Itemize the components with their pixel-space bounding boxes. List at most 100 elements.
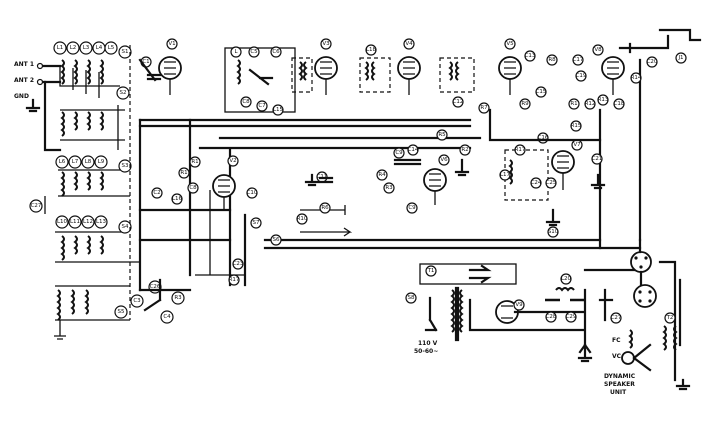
- main-bus-wiring: [138, 58, 642, 292]
- svg-text:V6: V6: [440, 157, 448, 163]
- svg-text:S7: S7: [253, 220, 260, 226]
- svg-text:L2: L2: [70, 45, 77, 51]
- svg-text:L18: L18: [366, 47, 377, 53]
- svg-text:C4: C4: [163, 314, 171, 320]
- tube-v6: V6: [423, 154, 450, 205]
- tube-v9-rectifier: V9: [495, 299, 525, 324]
- svg-text:R8: R8: [548, 57, 556, 63]
- svg-text:C1: C1: [142, 59, 149, 65]
- svg-text:C18: C18: [614, 101, 625, 107]
- svg-text:C3: C3: [133, 298, 141, 304]
- svg-text:L11: L11: [70, 219, 80, 225]
- tube-v8: V8: [592, 44, 625, 95]
- svg-text:V2: V2: [229, 158, 236, 164]
- svg-text:C14: C14: [408, 147, 419, 153]
- svg-text:V5: V5: [506, 41, 514, 47]
- svg-text:L7: L7: [72, 159, 79, 165]
- ground-symbols: [304, 158, 606, 363]
- svg-text:C28: C28: [546, 314, 557, 320]
- svg-text:S8: S8: [408, 295, 415, 301]
- svg-text:T2: T2: [666, 315, 674, 321]
- svg-text:C5: C5: [250, 49, 258, 55]
- svg-text:L9: L9: [98, 159, 105, 165]
- svg-text:C23: C23: [233, 261, 244, 267]
- antenna-inputs: ANT 1 ANT 2 GND: [14, 61, 62, 152]
- if-section-parts: C9 C14 R5 R2 C12 R7 R4 R3 C9 R6 R10 C11 …: [189, 96, 559, 286]
- svg-text:C29: C29: [566, 314, 577, 320]
- svg-text:C21: C21: [592, 156, 603, 162]
- svg-text:C16: C16: [538, 135, 549, 141]
- svg-text:C12: C12: [453, 99, 464, 105]
- svg-text:S5: S5: [118, 309, 125, 315]
- svg-text:L6: L6: [59, 159, 66, 165]
- svg-text:L3: L3: [83, 45, 90, 51]
- svg-text:R5: R5: [438, 132, 446, 138]
- svg-text:R4: R4: [378, 172, 386, 178]
- svg-text:C20: C20: [647, 59, 658, 65]
- svg-text:L13: L13: [96, 219, 107, 225]
- svg-text:R1: R1: [191, 159, 198, 165]
- svg-text:C24: C24: [531, 180, 542, 186]
- speaker-caption-3: UNIT: [610, 389, 627, 396]
- svg-text:C9: C9: [395, 150, 403, 156]
- svg-text:C13: C13: [525, 53, 536, 59]
- svg-text:L5: L5: [108, 45, 115, 51]
- svg-text:R15: R15: [571, 123, 582, 129]
- svg-text:T1: T1: [427, 268, 435, 274]
- gnd-label: GND: [14, 93, 29, 100]
- svg-text:J1: J1: [677, 55, 683, 61]
- svg-text:L12: L12: [83, 219, 93, 225]
- svg-text:R17: R17: [515, 147, 526, 153]
- svg-text:C15: C15: [536, 89, 547, 95]
- svg-text:R1: R1: [180, 170, 187, 176]
- svg-text:L15: L15: [273, 107, 284, 113]
- speaker-caption-2: SPEAKER: [604, 381, 635, 388]
- svg-text:C10: C10: [247, 190, 258, 196]
- svg-text:R10: R10: [297, 216, 308, 222]
- svg-text:S4: S4: [122, 224, 129, 230]
- svg-text:L10: L10: [57, 219, 68, 225]
- svg-text:S10: S10: [548, 229, 559, 235]
- svg-text:C17: C17: [573, 57, 584, 63]
- svg-text:R3: R3: [174, 295, 182, 301]
- tube-v2: V2 C8 R1 L16 C2: [151, 155, 239, 210]
- svg-text:R2: R2: [461, 147, 468, 153]
- svg-text:C26: C26: [150, 284, 161, 290]
- svg-text:C6: C6: [272, 49, 280, 55]
- svg-text:L20: L20: [561, 276, 572, 282]
- svg-text:V7: V7: [573, 142, 581, 148]
- svg-text:C8: C8: [189, 185, 197, 191]
- svg-text:C25: C25: [546, 180, 557, 186]
- tube-v1: V1 C1: [138, 38, 182, 95]
- svg-text:R14: R14: [631, 75, 642, 81]
- svg-text:C2: C2: [153, 190, 160, 196]
- svg-text:V9: V9: [515, 302, 523, 308]
- svg-text:V1: V1: [168, 41, 175, 47]
- svg-text:C7: C7: [258, 103, 266, 109]
- svg-text:L16: L16: [172, 196, 183, 202]
- line-frequency-label: 50-60~: [414, 348, 438, 355]
- svg-text:L: L: [234, 49, 238, 55]
- svg-text:S6: S6: [273, 237, 280, 243]
- ant2-label: ANT 2: [14, 77, 34, 84]
- svg-text:V3: V3: [322, 41, 330, 47]
- tube-v5: V5: [439, 38, 522, 95]
- svg-text:L4: L4: [96, 45, 103, 51]
- line-voltage-label: 110 V: [418, 340, 438, 347]
- svg-text:R12: R12: [585, 101, 596, 107]
- tube-v3: V3: [291, 38, 338, 95]
- svg-text:R17: R17: [229, 277, 240, 283]
- svg-text:C9: C9: [408, 205, 416, 211]
- svg-text:L8: L8: [85, 159, 92, 165]
- speaker-caption-1: DYNAMIC: [604, 373, 636, 380]
- svg-text:R3: R3: [385, 185, 393, 191]
- svg-text:C27: C27: [611, 315, 622, 321]
- rf-coil-bank-low: S5 C3 C26 R3 C4: [54, 278, 192, 340]
- detector-audio-parts: C13 R8 C17 C19 R1 R12 R13 C18 R14 C20 J1…: [488, 28, 702, 189]
- svg-text:R6: R6: [321, 205, 329, 211]
- svg-text:R7: R7: [480, 105, 488, 111]
- svg-text:L1: L1: [57, 45, 64, 51]
- svg-text:V8: V8: [594, 47, 602, 53]
